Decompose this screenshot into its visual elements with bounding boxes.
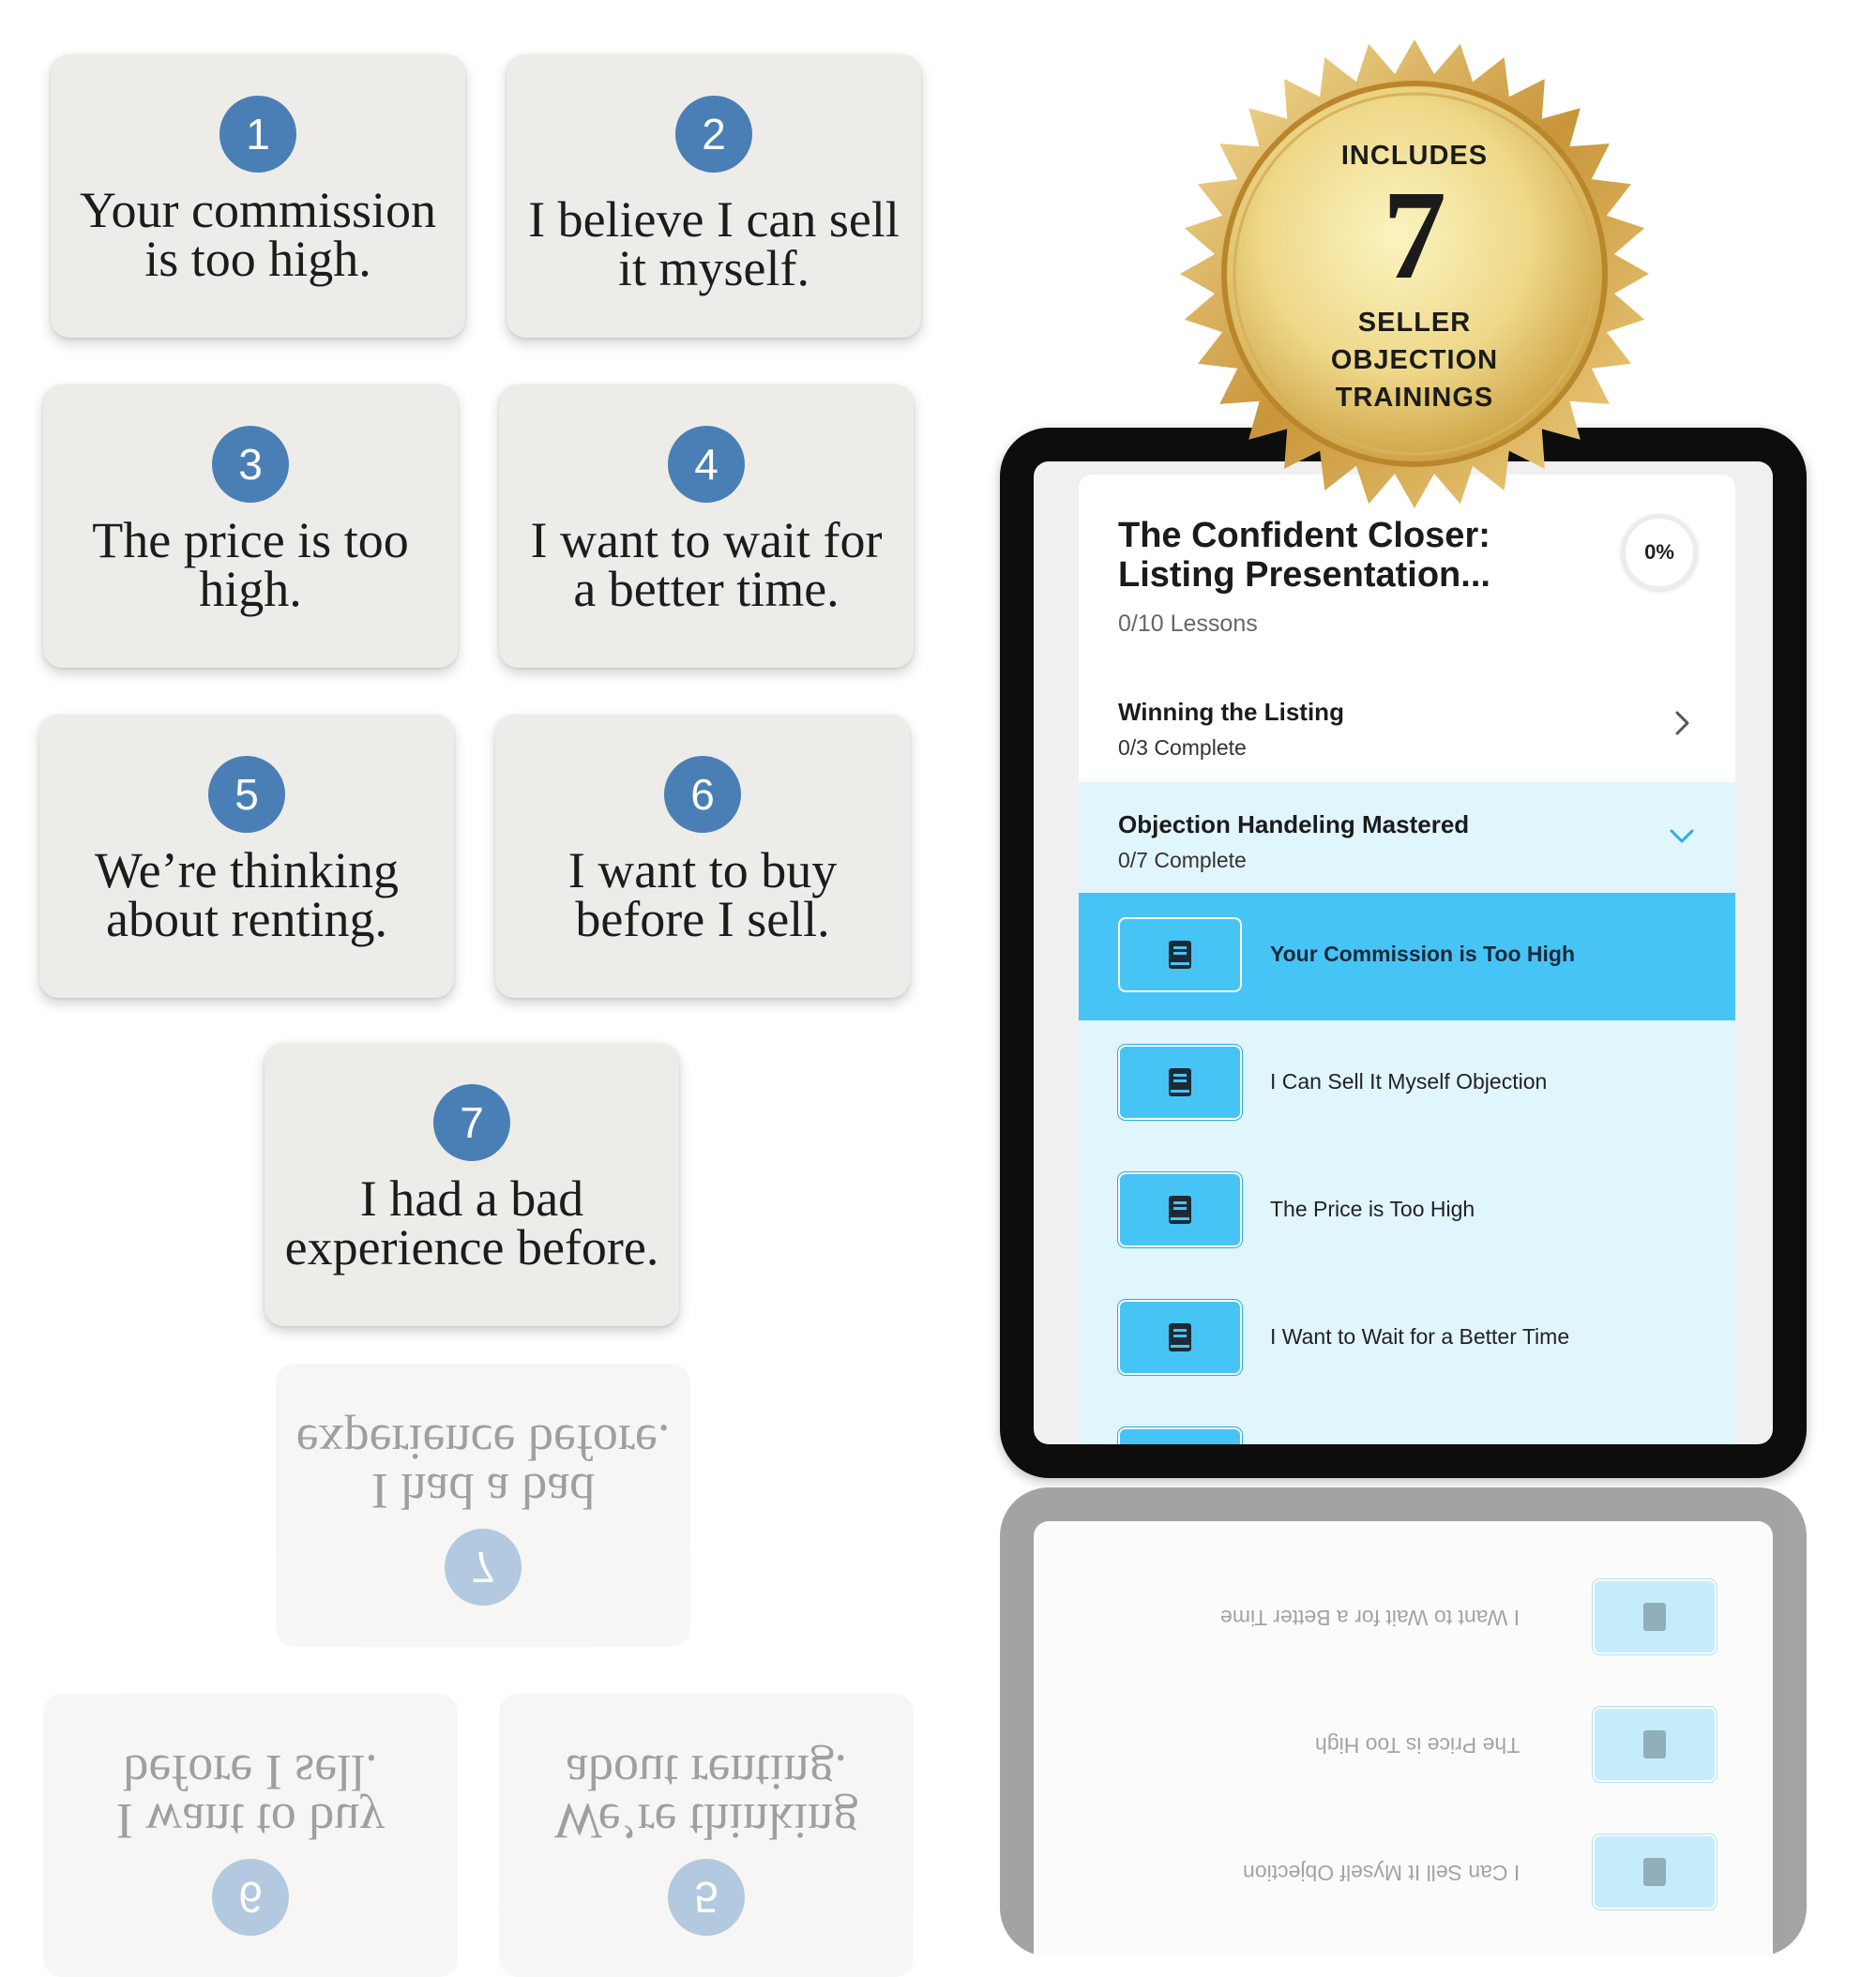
tablet-screen: The Confident Closer: Listing Presentati… <box>1034 461 1773 1444</box>
book-icon <box>1643 1603 1666 1631</box>
objection-card-7: 7 I had a bad experience before. <box>265 1043 679 1326</box>
reflected-lesson-button <box>1593 1834 1717 1909</box>
course-title-line-2: Listing Presentation... <box>1118 555 1490 595</box>
card-text: Your commission is too high. <box>79 182 437 287</box>
lesson-label: I Can Sell It Myself Objection <box>1270 1069 1548 1094</box>
lesson-button[interactable] <box>1118 1427 1242 1444</box>
lesson-item-partial[interactable] <box>1079 1403 1735 1444</box>
objection-card-1: 1 Your commission is too high. <box>51 54 465 338</box>
card-number-badge: 6 <box>212 1859 289 1936</box>
lesson-item[interactable]: The Price is Too High <box>1079 1148 1735 1275</box>
card-text: We’re thinking about renting. <box>94 842 400 947</box>
lesson-label: I Want to Wait for a Better Time <box>1270 1324 1570 1349</box>
lesson-item[interactable]: I Want to Wait for a Better Time <box>1079 1275 1735 1403</box>
tablet-device: The Confident Closer: Listing Presentati… <box>1000 428 1807 1478</box>
book-icon <box>1169 1068 1191 1096</box>
card-text: I want to buy before I sell. <box>567 842 838 947</box>
gold-seal-icon <box>1180 39 1649 508</box>
lesson-button[interactable] <box>1118 917 1242 992</box>
book-icon <box>1643 1730 1666 1758</box>
card-text: I want to wait for a better time. <box>530 512 883 617</box>
lesson-item[interactable]: I Can Sell It Myself Objection <box>1079 1020 1735 1148</box>
objection-card-5: 5 We’re thinking about renting. <box>39 715 454 998</box>
module-objection-handeling-mastered[interactable]: Objection Handeling Mastered 0/7 Complet… <box>1079 782 1735 893</box>
progress-indicator: 0% <box>1621 514 1698 591</box>
reflected-lesson-button <box>1593 1707 1717 1782</box>
card-number-badge: 1 <box>219 96 296 173</box>
card-number-badge: 2 <box>675 96 752 173</box>
card-number-badge: 6 <box>664 756 741 833</box>
objection-card-2: 2 I believe I can sell it myself. <box>507 54 921 338</box>
card-text: We’re thinking about renting. <box>553 1744 859 1849</box>
objection-card-6: 6 I want to buy before I sell. <box>495 715 910 998</box>
lesson-button[interactable] <box>1118 1300 1242 1375</box>
tablet-reflection-screen: I Want to Wait for a Better Time The Pri… <box>1034 1521 1773 1956</box>
reflected-lesson-button <box>1593 1579 1717 1654</box>
badge-includes-label: INCLUDES <box>1340 141 1489 171</box>
badge-number: 7 <box>1383 165 1446 306</box>
card-number-badge: 5 <box>668 1859 745 1936</box>
reflected-lesson: The Price is Too High <box>1034 1681 1773 1808</box>
card-5-reflection: 5 We’re thinking about renting. <box>499 1694 914 1977</box>
badge-caption-line-2: OBJECTION <box>1330 345 1499 375</box>
book-icon <box>1643 1858 1666 1886</box>
book-icon <box>1169 1196 1191 1224</box>
objection-card-4: 4 I want to wait for a better time. <box>499 385 914 668</box>
course-panel: The Confident Closer: Listing Presentati… <box>1079 475 1735 1444</box>
badge-caption-line-3: TRAININGS <box>1335 383 1494 413</box>
card-number-badge: 4 <box>668 426 745 503</box>
module-progress: 0/7 Complete <box>1118 848 1247 872</box>
card-number-badge: 5 <box>208 756 285 833</box>
book-icon <box>1169 941 1191 969</box>
book-icon <box>1169 1323 1191 1351</box>
card-7-reflection: 7 I had a bad experience before. <box>276 1364 690 1647</box>
tablet-reflection: I Want to Wait for a Better Time The Pri… <box>1000 1487 1807 1956</box>
reflected-lesson: I Can Sell It Myself Objection <box>1034 1808 1773 1936</box>
card-number-badge: 3 <box>212 426 289 503</box>
reflected-lesson-label: The Price is Too High <box>1314 1733 1520 1758</box>
badge-caption: SELLER OBJECTION TRAININGS <box>1176 304 1653 416</box>
includes-badge: INCLUDES 7 SELLER OBJECTION TRAININGS <box>1176 36 1653 512</box>
card-number-badge: 7 <box>433 1084 510 1161</box>
badge-caption-line-1: SELLER <box>1357 308 1472 338</box>
lesson-button[interactable] <box>1118 1172 1242 1247</box>
card-text: I believe I can sell it myself. <box>528 191 900 296</box>
reflected-lesson-label: I Want to Wait for a Better Time <box>1219 1606 1520 1630</box>
card-text: I had a bad experience before. <box>284 1170 659 1275</box>
module-winning-the-listing[interactable]: Winning the Listing 0/3 Complete <box>1079 670 1735 780</box>
reflected-lesson: I Want to Wait for a Better Time <box>1034 1553 1773 1681</box>
module-title: Objection Handeling Mastered <box>1118 810 1470 838</box>
objection-card-3: 3 The price is too high. <box>43 385 458 668</box>
lesson-label: The Price is Too High <box>1270 1197 1475 1221</box>
lesson-item-active[interactable]: Your Commission is Too High <box>1079 893 1735 1020</box>
module-title: Winning the Listing <box>1118 698 1344 726</box>
course-title-line-1: The Confident Closer: <box>1118 516 1490 555</box>
lesson-button[interactable] <box>1118 1045 1242 1120</box>
card-text: I had a bad experience before. <box>295 1414 671 1519</box>
chevron-down-icon[interactable] <box>1666 820 1698 852</box>
module-progress: 0/3 Complete <box>1118 735 1247 760</box>
card-text: I want to buy before I sell. <box>115 1744 386 1849</box>
card-6-reflection: 6 I want to buy before I sell. <box>43 1694 458 1977</box>
lesson-label: Your Commission is Too High <box>1270 942 1575 966</box>
reflected-lesson-label: I Can Sell It Myself Objection <box>1242 1861 1520 1885</box>
card-text: The price is too high. <box>92 512 409 617</box>
course-title: The Confident Closer: Listing Presentati… <box>1118 516 1550 595</box>
card-number-badge: 7 <box>445 1529 522 1606</box>
lessons-count: 0/10 Lessons <box>1118 611 1258 637</box>
chevron-right-icon[interactable] <box>1666 707 1698 739</box>
